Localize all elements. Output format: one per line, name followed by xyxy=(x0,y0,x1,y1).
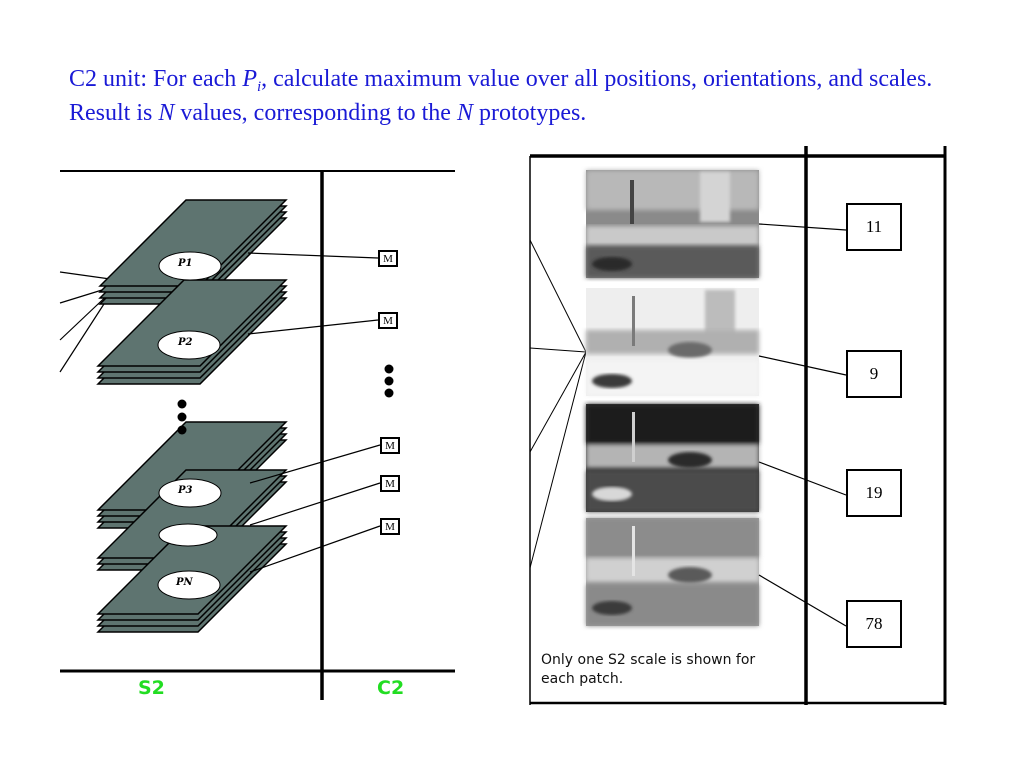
title-part2: , calculate maximum value over all posit… xyxy=(69,66,933,126)
c2-max-box-1: M xyxy=(378,250,398,267)
value-connectors xyxy=(758,223,847,627)
title-var-n1: N xyxy=(158,100,175,126)
title-var-n2: N xyxy=(456,100,473,126)
c2-max-box-5: M xyxy=(380,518,400,535)
c2-max-box-2: M xyxy=(378,312,398,329)
c2-value-box-3: 19 xyxy=(846,469,902,517)
ellipsis-dots-left xyxy=(177,399,187,435)
prototype-label-p2: P2 xyxy=(178,337,193,348)
title-part1: C2 unit: For each xyxy=(69,66,243,92)
slide-title: C2 unit: For each Pi, calculate maximum … xyxy=(69,62,989,130)
title-part3: values, corresponding to the xyxy=(174,100,457,126)
thumbnail-1 xyxy=(586,170,759,278)
scale-caption: Only one S2 scale is shown for each patc… xyxy=(541,652,756,687)
s2-layer-label: S2 xyxy=(138,677,165,699)
right-frame xyxy=(529,146,947,705)
c2-layer-label: C2 xyxy=(377,677,405,699)
c2-max-box-3: M xyxy=(380,437,400,454)
thumbnail-3 xyxy=(586,404,759,512)
converging-lines xyxy=(529,239,587,569)
c2-value-box-1: 11 xyxy=(846,203,902,251)
m-connectors xyxy=(247,252,381,573)
prototype-label-pn: PN xyxy=(176,577,193,588)
prototype-label-p1: P1 xyxy=(178,258,193,269)
title-var-p: P xyxy=(242,66,257,92)
c2-value-box-4: 78 xyxy=(846,600,902,648)
prototype-label-p3: P3 xyxy=(178,485,193,496)
c2-max-box-4: M xyxy=(380,475,400,492)
thumbnail-4 xyxy=(586,518,759,626)
thumbnail-2 xyxy=(586,288,759,396)
ellipsis-dots-c2 xyxy=(384,364,394,398)
left-frame xyxy=(60,170,455,700)
title-part4: prototypes. xyxy=(472,100,587,126)
c2-value-box-2: 9 xyxy=(846,350,902,398)
prototype-ovals xyxy=(157,251,222,600)
title-var-i: i xyxy=(256,79,262,95)
